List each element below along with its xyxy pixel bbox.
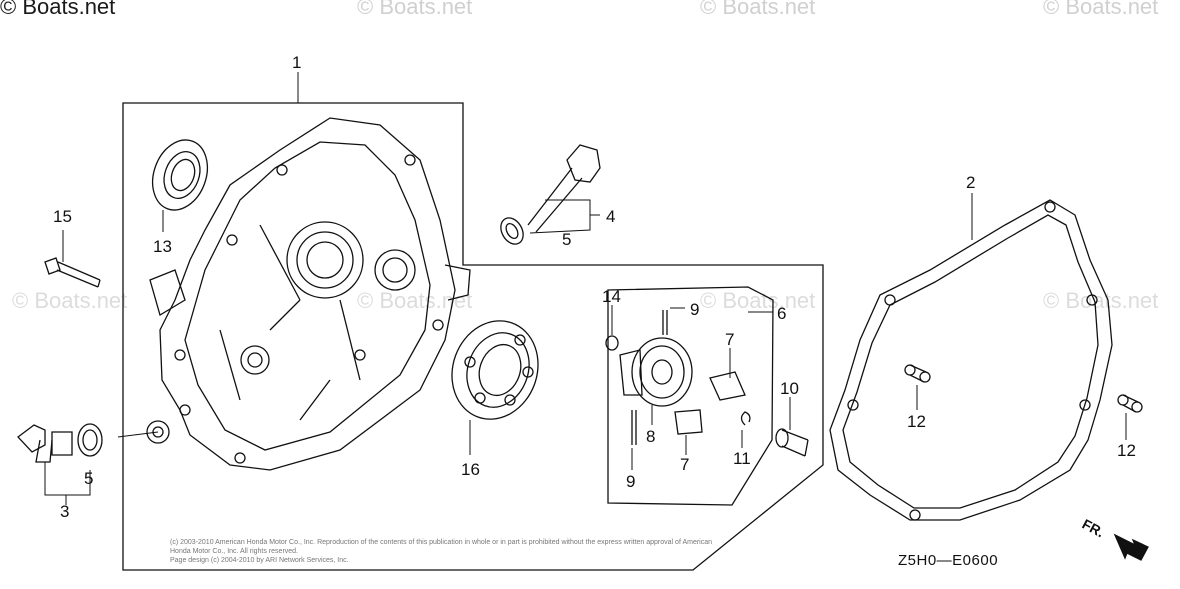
- watermark-top-2: © Boats.net: [357, 0, 473, 19]
- dowel-pin-12a: [904, 364, 931, 383]
- callout-5b: 5: [84, 469, 93, 488]
- watermark-mid-1: © Boats.net: [12, 288, 128, 313]
- callout-11: 11: [733, 449, 751, 468]
- watermark-top-3: © Boats.net: [700, 0, 816, 19]
- watermark-top-left: © Boats.net: [0, 0, 116, 19]
- copyright-notice: (c) 2003-2010 American Honda Motor Co., …: [170, 538, 730, 565]
- ball-bearing-16: [451, 320, 539, 420]
- governor-gear-8: [619, 337, 693, 407]
- front-arrow-icon: [1113, 533, 1149, 561]
- o-ring-5a: [500, 217, 524, 245]
- o-ring-5b-inner: [82, 429, 98, 451]
- callout-labels: 1 2 3 4 5 5 6 7 7 8 9 9 10 11 12 12 13 1…: [53, 53, 1136, 521]
- o-ring-5b: [77, 423, 103, 457]
- gasket-2: [829, 199, 1113, 521]
- oil-gauge-4: [527, 144, 601, 233]
- watermark-top-4: © Boats.net: [1043, 0, 1159, 19]
- callout-6: 6: [777, 304, 786, 323]
- assembly-frame: [122, 102, 824, 571]
- copyright-line-1: (c) 2003-2010 American Honda Motor Co., …: [170, 539, 713, 555]
- callout-10: 10: [780, 379, 799, 398]
- flange-bolt-15: [44, 257, 101, 288]
- callout-3: 3: [60, 502, 69, 521]
- copyright-line-2: Page design (c) 2004-2010 by ARI Network…: [170, 557, 349, 564]
- callout-8: 8: [646, 427, 655, 446]
- o-ring-5a-inner: [505, 222, 519, 240]
- pin-9a: [662, 310, 668, 335]
- drain-plug-3: [17, 424, 73, 463]
- callout-9a: 9: [690, 300, 699, 319]
- callout-7b: 7: [680, 455, 689, 474]
- callout-7a: 7: [725, 330, 734, 349]
- bolt-10: [775, 428, 809, 457]
- oil-seal-13: [151, 139, 209, 211]
- dowel-pin-12b: [1117, 394, 1143, 413]
- pin-9b: [631, 410, 637, 445]
- callout-4: 4: [606, 207, 615, 226]
- callout-14: 14: [602, 287, 621, 306]
- callout-12b: 12: [1117, 441, 1136, 460]
- callout-5a: 5: [562, 230, 571, 249]
- callout-13: 13: [153, 237, 172, 256]
- watermark-mid-4: © Boats.net: [1043, 288, 1159, 313]
- governor-frame: [607, 286, 774, 506]
- callout-16: 16: [461, 460, 480, 479]
- callout-15: 15: [53, 207, 72, 226]
- washer-14: [605, 335, 619, 351]
- diagram-code: Z5H0—E0600: [898, 552, 999, 569]
- crankcase-cover: [146, 117, 471, 471]
- clip-11: [740, 411, 751, 426]
- callout-9b: 9: [626, 472, 635, 491]
- holder-7b: [674, 409, 703, 435]
- holder-7a: [709, 371, 746, 401]
- callout-1: 1: [292, 53, 301, 72]
- callout-12a: 12: [907, 412, 926, 431]
- callout-2: 2: [966, 173, 975, 192]
